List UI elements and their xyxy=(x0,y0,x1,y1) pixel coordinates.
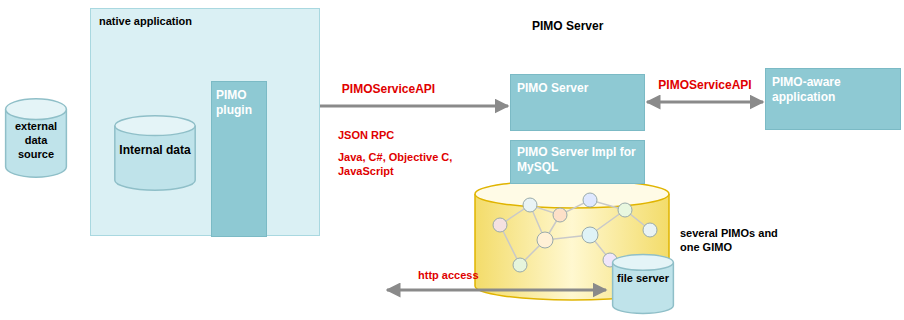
node-text: Internal data xyxy=(117,143,193,158)
node-text: PIMO plugin xyxy=(216,88,262,118)
file-server-cylinder: file server xyxy=(612,254,674,314)
node-text: PIMO Server xyxy=(517,81,638,96)
http-arrow xyxy=(387,289,606,292)
protocol-label: JSON RPC xyxy=(338,128,478,142)
access-label: http access xyxy=(418,268,538,282)
edge-label: PIMOServiceAPI xyxy=(658,78,751,94)
language-label: Java, C#, Objective C, JavaScript xyxy=(338,150,478,179)
node-text: PIMO-aware application xyxy=(772,75,894,105)
data-source-cylinder: external data source xyxy=(5,98,67,178)
application-box: PIMO-aware application xyxy=(765,68,901,130)
edge-label: PIMOServiceAPI xyxy=(342,82,435,98)
plugin-box: PIMO plugin xyxy=(211,81,267,237)
server-impl-box: PIMO Server Impl for MySQL xyxy=(510,140,645,184)
node-text: external data source xyxy=(7,120,65,161)
application-box: native applicationInternal data PIMO plug… xyxy=(90,8,320,236)
connector xyxy=(647,101,763,104)
node-text: PIMO Server Impl for MySQL xyxy=(517,145,638,175)
note-label: several PIMOs and one GIMO xyxy=(680,226,780,255)
node-text: file server xyxy=(614,272,672,286)
server-box: PIMO Server xyxy=(510,74,645,131)
node-text: native application xyxy=(99,15,311,29)
data-cylinder: Internal data xyxy=(114,115,196,191)
group-label: PIMO Server xyxy=(532,19,642,35)
